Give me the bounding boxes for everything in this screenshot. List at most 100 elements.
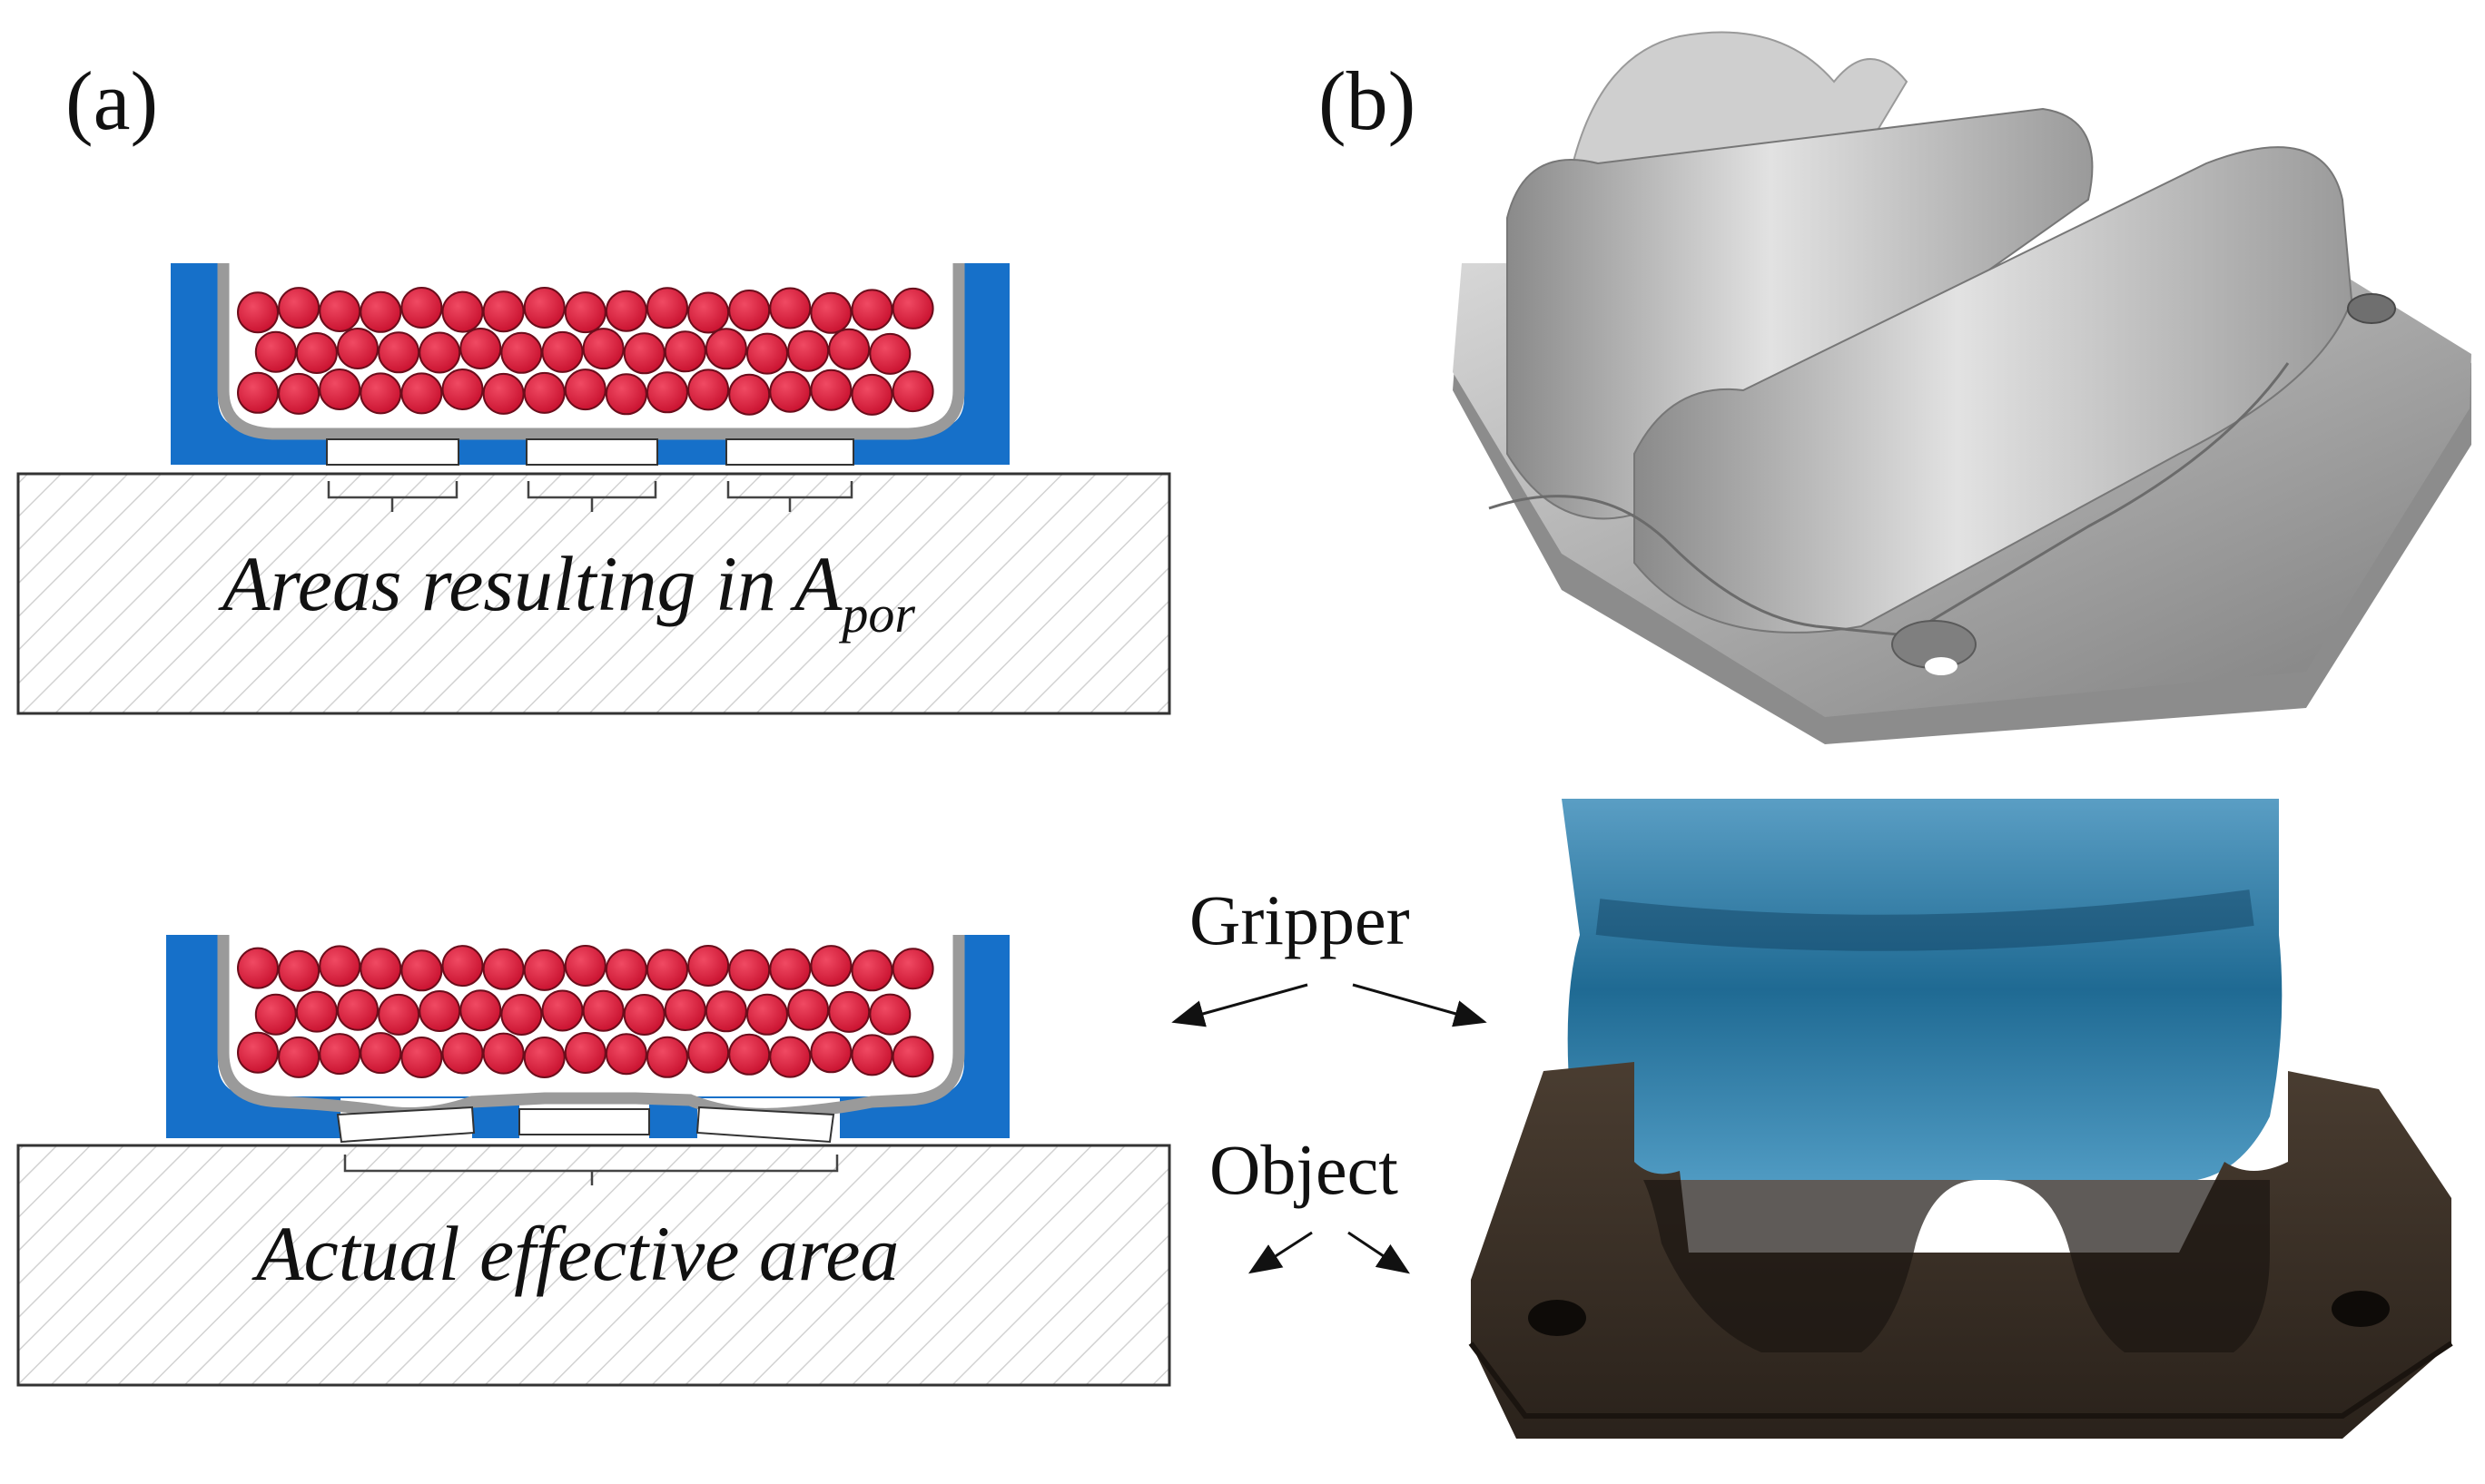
particle xyxy=(278,1036,320,1078)
bottom-pore xyxy=(695,1106,835,1144)
particle xyxy=(646,1036,688,1078)
gripper-arrow-left xyxy=(1171,983,1308,1027)
particle xyxy=(687,291,730,334)
object-label: Object xyxy=(1209,1130,1398,1209)
particle xyxy=(564,369,606,411)
particle xyxy=(254,330,297,373)
object-arrow-left xyxy=(1247,1231,1313,1274)
particle xyxy=(746,993,788,1036)
panel-a-label: (a) xyxy=(65,54,158,147)
particle xyxy=(482,290,525,333)
bottom-schematic: Actual effective area xyxy=(16,935,1171,1387)
particle xyxy=(319,945,361,988)
particle xyxy=(605,1033,647,1076)
top-schematic: Areas resulting in Apor xyxy=(16,263,1171,715)
particle xyxy=(664,989,706,1031)
particle xyxy=(400,1037,443,1078)
particle xyxy=(523,287,566,329)
particle xyxy=(459,328,502,369)
particle xyxy=(646,371,688,414)
panel-b-label: (b) xyxy=(1318,54,1415,147)
particle xyxy=(687,369,730,411)
particle xyxy=(482,372,525,415)
particle xyxy=(828,328,871,370)
particle xyxy=(851,373,893,416)
particle xyxy=(869,332,912,375)
particle xyxy=(623,332,666,375)
top-caption: Areas resulting in Apor xyxy=(218,540,915,644)
particle xyxy=(646,948,688,991)
particle xyxy=(400,372,443,415)
particle xyxy=(337,328,379,369)
top-particles xyxy=(237,287,934,416)
particle xyxy=(623,994,666,1036)
particle xyxy=(482,948,525,990)
photo-gripper-on-object xyxy=(1468,799,2453,1439)
particle xyxy=(500,331,543,374)
bottom-particles xyxy=(237,945,934,1078)
particle xyxy=(278,949,320,992)
particle xyxy=(378,993,420,1036)
particle xyxy=(582,328,625,370)
particle xyxy=(728,290,771,331)
particle xyxy=(360,290,402,333)
particle xyxy=(441,369,484,410)
particle xyxy=(295,332,338,374)
object-arrow-right xyxy=(1347,1231,1410,1274)
particle xyxy=(360,1032,402,1075)
particle xyxy=(237,291,279,334)
bottom-caption: Actual effective area xyxy=(251,1210,899,1297)
particle xyxy=(441,945,484,988)
particle xyxy=(319,369,361,410)
particle xyxy=(869,993,912,1036)
particle xyxy=(664,330,706,373)
particle xyxy=(419,331,461,374)
particle xyxy=(419,990,461,1032)
cad-cylinder xyxy=(1633,146,2353,634)
particle xyxy=(851,949,893,992)
bottom-brace xyxy=(343,1155,839,1185)
particle xyxy=(360,948,402,990)
particle xyxy=(787,329,830,372)
bottom-substrate xyxy=(16,1144,1171,1387)
particle xyxy=(441,290,484,333)
particle xyxy=(254,993,297,1036)
particle xyxy=(482,1032,525,1075)
particle xyxy=(851,1034,893,1076)
particle xyxy=(400,949,443,992)
photo-hole xyxy=(1528,1300,1586,1336)
particle xyxy=(769,370,812,413)
top-brace xyxy=(527,481,657,512)
particle xyxy=(295,990,338,1033)
top-pore xyxy=(725,438,854,466)
particle xyxy=(851,289,893,331)
particle xyxy=(687,945,730,987)
bottom-pore xyxy=(518,1108,650,1135)
cad-render-object xyxy=(1453,31,2471,744)
particle xyxy=(605,290,647,332)
particle xyxy=(892,1036,934,1078)
particle xyxy=(828,990,871,1033)
particle xyxy=(705,990,747,1033)
particle xyxy=(687,1031,730,1074)
particle xyxy=(728,1033,771,1076)
particle xyxy=(646,287,688,329)
particle xyxy=(360,372,402,415)
particle xyxy=(705,328,747,370)
particle xyxy=(319,1033,361,1076)
particle xyxy=(523,948,566,991)
photo-hole xyxy=(2332,1291,2390,1327)
particle xyxy=(237,371,279,414)
particle xyxy=(810,945,853,988)
particle xyxy=(441,1032,484,1075)
particle xyxy=(337,988,379,1031)
top-pore xyxy=(326,438,459,466)
particle xyxy=(769,287,812,329)
particle xyxy=(892,948,934,990)
gripper-body xyxy=(1562,799,2283,1180)
cad-cylinder xyxy=(1506,107,2094,520)
gripper-label: Gripper xyxy=(1189,880,1410,959)
top-caption-subscript: por xyxy=(838,585,915,644)
particle xyxy=(769,948,812,990)
particle xyxy=(810,369,853,411)
